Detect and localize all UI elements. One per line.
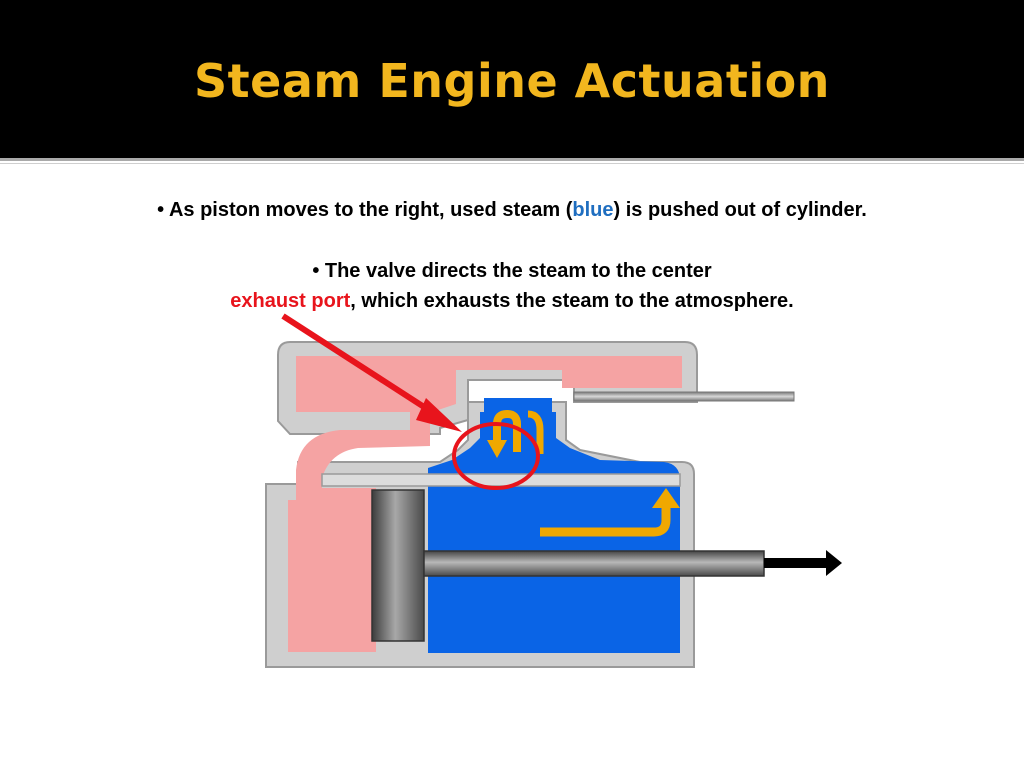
live-steam-chest (296, 356, 682, 412)
keyword-exhaust-port: exhaust port (230, 290, 351, 312)
bullet-valve-line1: • The valve directs the steam to the cen… (312, 260, 712, 282)
piston (371, 489, 425, 642)
bullet-piston: • As piston moves to the right, used ste… (0, 200, 1024, 220)
orange-exhaust-arrow-icon (487, 410, 544, 458)
bullet-valve-suffix: , which exhausts the steam to the atmosp… (350, 290, 794, 312)
bullet-valve-line2: exhaust port, which exhausts the steam t… (0, 291, 1024, 311)
orange-curved-arrow-icon (540, 488, 680, 537)
piston-rod (423, 550, 765, 577)
title-bar (0, 0, 1024, 158)
red-circle-icon (452, 422, 540, 490)
live-steam-port (288, 412, 430, 652)
title-divider (0, 158, 1024, 161)
valve-rod (573, 391, 795, 402)
red-arrow-icon (281, 313, 462, 432)
bullet-piston-prefix: • As piston moves to the right, used ste… (157, 199, 573, 221)
keyword-blue: blue (572, 199, 614, 221)
black-right-arrow-icon (764, 550, 842, 576)
valve-slide (321, 473, 681, 487)
bullet-piston-suffix: ) is pushed out of cylinder. (613, 199, 867, 221)
title-divider-thin (0, 163, 1024, 164)
slide-title: Steam Engine Actuation (194, 54, 830, 108)
